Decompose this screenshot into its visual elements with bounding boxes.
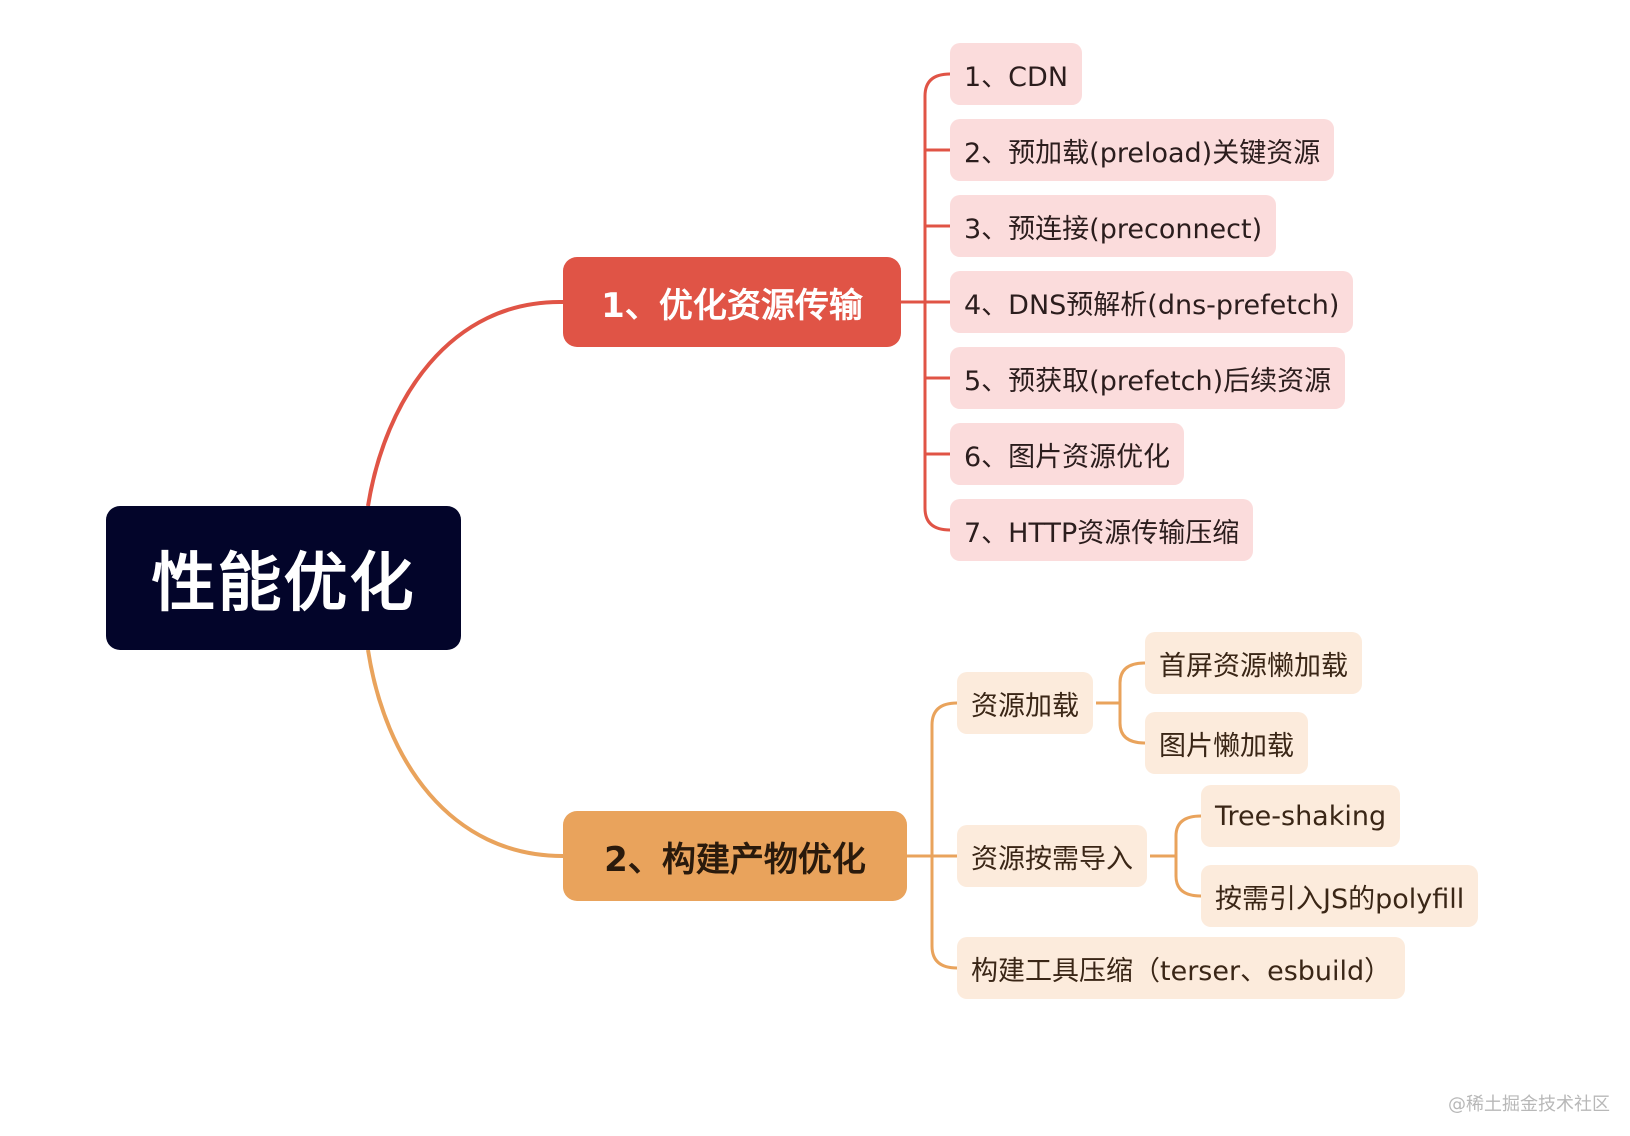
watermark: @稀土掘金技术社区 [1448,1094,1610,1115]
root-node[interactable]: 性能优化 [106,506,461,650]
leaf-node[interactable]: Tree-shaking [1201,785,1401,847]
group-node-resource-loading[interactable]: 资源加载 [957,672,1093,734]
branch-1-tree-lines [901,72,951,532]
leaf-node[interactable]: 图片懒加载 [1145,712,1308,774]
group-node-on-demand-import[interactable]: 资源按需导入 [957,825,1147,887]
branch-node-build-output[interactable]: 2、构建产物优化 [563,811,907,901]
leaf-node[interactable]: 2、预加载(preload)关键资源 [950,119,1335,181]
root-to-branch-1-connector [366,299,564,507]
leaf-node[interactable]: 7、HTTP资源传输压缩 [950,499,1254,561]
group-node-build-tool-compression[interactable]: 构建工具压缩（terser、esbuild） [957,937,1406,999]
branch-node-resource-transfer[interactable]: 1、优化资源传输 [563,257,901,347]
leaf-node[interactable]: 1、CDN [950,43,1083,105]
branch-2-tree-lines [907,661,1202,970]
root-to-branch-2-connector [366,649,564,858]
leaf-node[interactable]: 3、预连接(preconnect) [950,195,1277,257]
leaf-node[interactable]: 5、预获取(prefetch)后续资源 [950,347,1346,409]
leaf-node[interactable]: 4、DNS预解析(dns-prefetch) [950,271,1354,333]
leaf-node[interactable]: 按需引入JS的polyfill [1201,865,1479,927]
leaf-node[interactable]: 首屏资源懒加载 [1145,632,1362,694]
leaf-node[interactable]: 6、图片资源优化 [950,423,1185,485]
